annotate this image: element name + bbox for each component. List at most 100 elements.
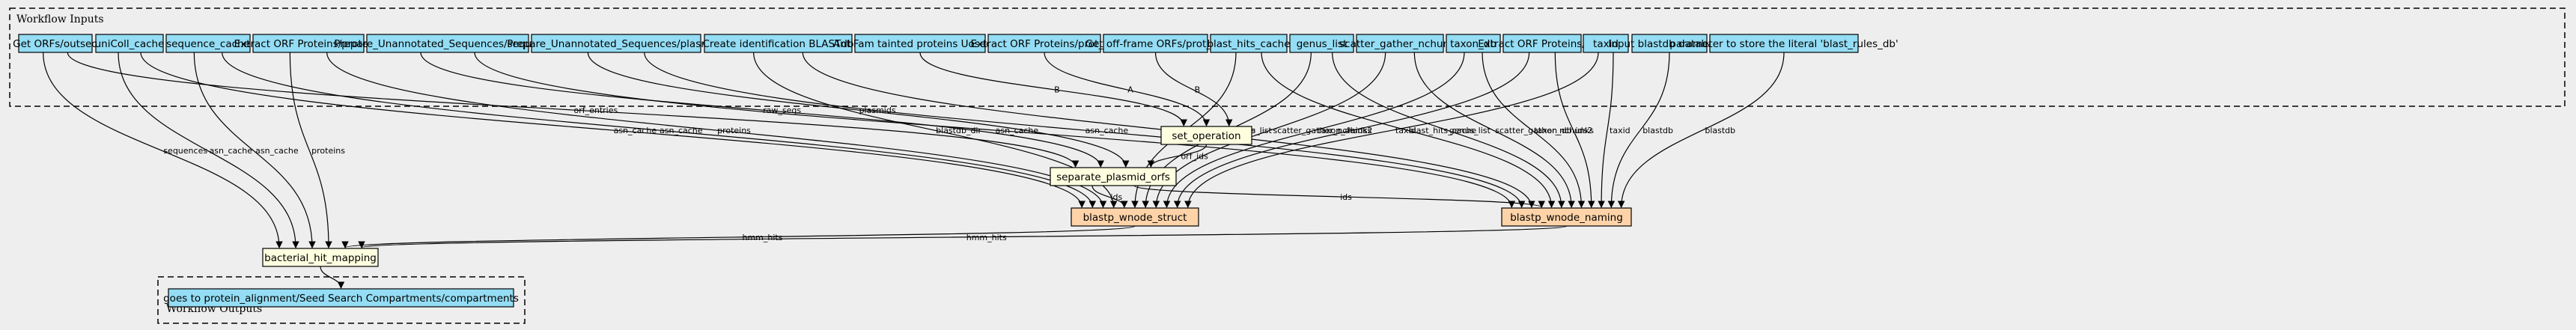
edge-in1-to-bws xyxy=(140,52,1085,208)
input-node[interactable]: taxon_db xyxy=(1446,34,1501,53)
step-node-separate-plasmid-orfs-box xyxy=(1050,167,1177,186)
step-node-bacterial-hit-mapping-label: bacterial_hit_mapping xyxy=(264,252,377,264)
step-node-separate-plasmid-orfs-label: separate_plasmid_orfs xyxy=(1056,171,1170,183)
input-node-label: Create identification BLASTdb xyxy=(702,38,853,50)
input-node[interactable]: Extract ORF Proteins/prot_ids xyxy=(970,34,1118,53)
edge-label: asn_cache xyxy=(210,146,253,156)
edge-in15-to-bws xyxy=(1184,52,1599,208)
step-node-bacterial-hit-mapping[interactable]: bacterial_hit_mapping xyxy=(262,248,379,267)
edge-in3-to-bhm xyxy=(289,52,332,248)
input-node[interactable]: blast_hits_cache xyxy=(1207,34,1291,53)
edge-label: asn_cache xyxy=(660,126,703,135)
edge-in5-to-sep xyxy=(587,52,1130,168)
inputs-cluster xyxy=(9,7,2566,107)
input-node-label: Input blastdb databases xyxy=(1608,38,1730,50)
input-node[interactable]: Prepare_Unannotated_Sequences/plasmids xyxy=(507,34,725,53)
edge-in0-to-bhm xyxy=(43,52,283,248)
input-node-box xyxy=(1356,34,1444,53)
step-node-blastp-wnode-naming[interactable]: blastp_wnode_naming xyxy=(1501,207,1632,227)
edge-label: ids2 xyxy=(1576,126,1593,135)
edge-in4-to-bwn xyxy=(474,52,1515,208)
input-node-label: Extract ORF Proteins/ids2 xyxy=(1478,38,1607,50)
input-node[interactable]: sequence_cache xyxy=(165,34,251,53)
edge-set_op-to-sep xyxy=(1147,144,1208,168)
edge-label: taxon_db xyxy=(1318,126,1355,135)
edge-in9-to-set_op xyxy=(1154,52,1233,126)
step-node-separate-plasmid-orfs[interactable]: separate_plasmid_orfs xyxy=(1050,167,1177,186)
input-node[interactable]: Prepare_Unannotated_Sequences/sequences xyxy=(334,34,561,53)
input-node[interactable]: Get off-frame ORFs/prot_ids xyxy=(1085,34,1226,53)
input-node[interactable]: scatter_gather_nchunks xyxy=(1339,34,1461,53)
input-node-box xyxy=(18,34,93,53)
edge-in7-to-set_op xyxy=(919,52,1187,126)
input-node[interactable]: genus_list xyxy=(1289,34,1354,53)
input-node[interactable]: Extract ORF Proteins/ids2 xyxy=(1478,34,1607,53)
input-node-box xyxy=(252,34,365,53)
input-node-label: Extract ORF Proteins/proteins xyxy=(234,38,383,50)
input-node[interactable]: Create identification BLASTdb xyxy=(702,34,854,53)
input-node-label: scatter_gather_nchunks xyxy=(1339,38,1461,50)
input-node-box xyxy=(1446,34,1501,53)
edge-in8-to-set_op xyxy=(1044,52,1211,126)
edge-label: taxid xyxy=(1395,126,1416,135)
edge-label: A xyxy=(1127,85,1133,95)
input-node-label: Extract ORF Proteins/prot_ids xyxy=(970,38,1118,50)
edge-label: blastdb xyxy=(1705,126,1735,135)
input-node-label: AntiFam tainted proteins Uoseqids xyxy=(833,38,1007,50)
step-node-blastp-wnode-struct[interactable]: blastp_wnode_struct xyxy=(1071,207,1199,227)
step-node-bacterial-hit-mapping-box xyxy=(262,248,379,267)
input-node[interactable]: uniColl_cache xyxy=(95,34,165,53)
edge-label: taxon_db xyxy=(1534,126,1571,135)
input-node[interactable]: Input blastdb databases xyxy=(1608,34,1731,53)
input-node-box xyxy=(854,34,986,53)
edge-in13-to-bwn xyxy=(1482,52,1586,208)
edge-label: hmm_hits xyxy=(743,233,783,242)
edge-in2-to-bws xyxy=(222,52,1097,208)
input-node[interactable]: Get ORFs/outseq xyxy=(13,34,98,53)
input-node-box xyxy=(531,34,701,53)
edge-label: proteins xyxy=(311,146,345,156)
edge-in12-to-bwn xyxy=(1413,52,1575,208)
input-node-box xyxy=(704,34,853,53)
input-node-box xyxy=(1289,34,1354,53)
step-node-set-operation-label: set_operation xyxy=(1172,130,1240,142)
edge-label: orf_ids xyxy=(1181,152,1208,162)
input-node-label: Prepare_Unannotated_Sequences/plasmids xyxy=(507,38,725,50)
input-node[interactable]: AntiFam tainted proteins Uoseqids xyxy=(833,34,1007,53)
edge-label: blast_hits_cache xyxy=(1409,126,1477,135)
output-node-label: goes to protein_alignment/Seed Search Co… xyxy=(163,293,519,305)
edge-label: sequences xyxy=(163,146,207,156)
step-node-blastp-wnode-struct-label: blastp_wnode_struct xyxy=(1083,212,1187,224)
edge-label: asn_cache xyxy=(614,126,657,135)
input-node-label: Prepare_Unannotated_Sequences/sequences xyxy=(334,38,561,50)
edge-in10-to-bwn xyxy=(1261,52,1556,208)
edge-in13-to-bws xyxy=(1163,52,1465,208)
edge-label: blastdb xyxy=(1642,126,1673,135)
input-node-box xyxy=(1103,34,1208,53)
edge-in14-to-bwn xyxy=(1554,52,1595,208)
edge-label: ids xyxy=(1110,192,1122,202)
input-node[interactable]: Extract ORF Proteins/proteins xyxy=(234,34,383,53)
edge-bwn-to-bhm xyxy=(359,225,1568,248)
edge-in11-to-bwn xyxy=(1332,52,1565,208)
edge-sep-to-bws xyxy=(1091,185,1128,208)
input-node[interactable]: taxid xyxy=(1583,34,1629,53)
input-node-label: taxid xyxy=(1593,38,1619,50)
input-node-label: taxon_db xyxy=(1450,38,1496,50)
step-node-set-operation[interactable]: set_operation xyxy=(1160,126,1252,145)
edge-label: hmm_hits xyxy=(966,233,1007,242)
edge-label: ids xyxy=(1340,192,1352,202)
edge-label: scatter_gather_nchunks xyxy=(1273,126,1372,135)
input-node-label: sequence_cache xyxy=(166,38,250,50)
edge-label: asn_cache xyxy=(255,146,299,156)
input-node[interactable]: parameter to store the literal 'blast_ru… xyxy=(1669,34,1898,53)
output-node[interactable]: goes to protein_alignment/Seed Search Co… xyxy=(163,288,519,308)
input-node-box xyxy=(1502,34,1582,53)
edge-label: B xyxy=(1054,85,1060,95)
edge-bws-to-bhm xyxy=(341,225,1136,248)
input-node-box xyxy=(1709,34,1859,53)
input-node-label: Get ORFs/outseq xyxy=(13,38,98,50)
edge-in16-to-bwn xyxy=(1607,52,1670,208)
